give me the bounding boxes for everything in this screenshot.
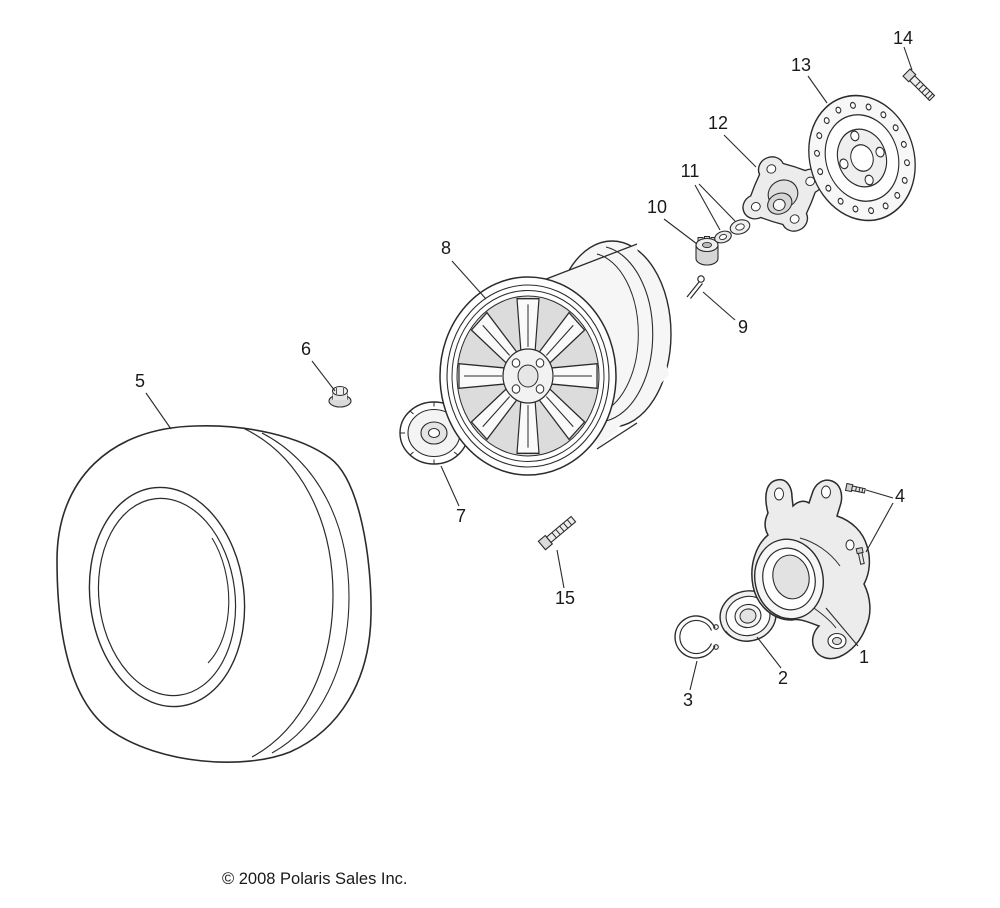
- leader-7: [440, 465, 460, 507]
- leader-12: [723, 134, 757, 168]
- part-washers: [714, 219, 751, 244]
- callout-label-10: 10: [647, 197, 667, 217]
- callout-label-12: 12: [708, 113, 728, 133]
- callout-label-14: 14: [893, 28, 913, 48]
- leader-15: [556, 549, 565, 589]
- part-tire: [56, 424, 372, 763]
- part-bearing-carrier: [751, 478, 871, 660]
- leader-3: [689, 660, 698, 691]
- callout-label-15: 15: [555, 588, 575, 608]
- callout-labels: 1 2 3 4 5 6 7 8 9 10 11 12 13 14 15: [135, 28, 913, 710]
- leader-1: [825, 607, 859, 647]
- leader-2: [756, 636, 782, 669]
- callout-label-6: 6: [301, 339, 311, 359]
- part-small-bolt-upper: [844, 482, 866, 494]
- leader-5: [145, 392, 172, 430]
- callout-label-11: 11: [681, 161, 700, 181]
- copyright-text: © 2008 Polaris Sales Inc.: [222, 870, 408, 888]
- leader-9: [702, 291, 736, 321]
- callout-label-8: 8: [441, 238, 451, 258]
- leader-10: [663, 218, 698, 245]
- callout-label-13: 13: [791, 55, 811, 75]
- leader-11a: [694, 184, 721, 231]
- callout-label-2: 2: [778, 668, 788, 688]
- leader-lines: [145, 46, 913, 691]
- leader-11b: [698, 183, 736, 222]
- part-castle-nut: [695, 236, 719, 266]
- callout-label-4: 4: [895, 486, 905, 506]
- part-bearing: [719, 590, 777, 642]
- part-wheel-hub: [742, 156, 824, 232]
- callout-label-1: 1: [859, 647, 869, 667]
- leader-6: [311, 360, 336, 392]
- part-bolt: [902, 68, 936, 102]
- leader-14: [903, 46, 913, 71]
- leader-8: [451, 260, 487, 300]
- leader-4a: [865, 489, 894, 499]
- callout-label-9: 9: [738, 317, 748, 337]
- leader-13: [807, 75, 828, 104]
- part-lug-nut: [328, 385, 352, 408]
- callout-label-3: 3: [683, 690, 693, 710]
- callout-label-5: 5: [135, 371, 145, 391]
- part-small-bolt-lower: [855, 546, 865, 565]
- part-wheel-rim: [439, 240, 672, 476]
- part-wheel-bolt: [537, 515, 577, 551]
- callout-label-7: 7: [456, 506, 466, 526]
- part-cotter-pin: [686, 275, 705, 299]
- part-snap-ring: [674, 615, 719, 659]
- part-brake-disc: [808, 94, 916, 222]
- leader-4b: [865, 502, 894, 553]
